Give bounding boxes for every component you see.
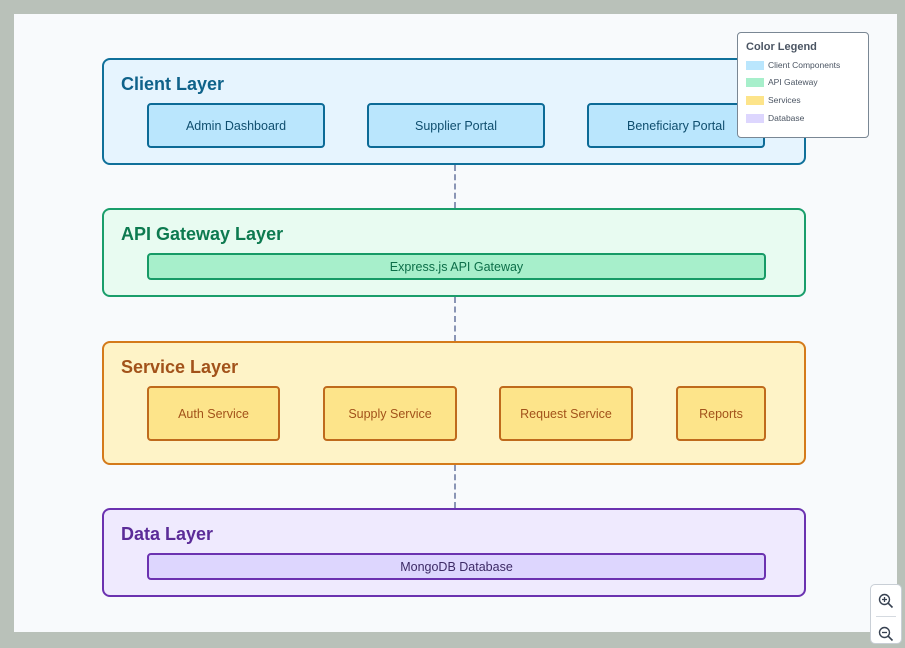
legend-label-services: Services xyxy=(768,95,801,105)
legend-swatch-database xyxy=(746,113,764,123)
admin-dashboard-node[interactable]: Admin Dashboard xyxy=(147,103,325,148)
service-layer-title: Service Layer xyxy=(121,357,239,377)
legend-swatch-api xyxy=(746,77,764,87)
data-layer-title: Data Layer xyxy=(121,524,214,544)
api-gateway-layer-title: API Gateway Layer xyxy=(121,224,284,244)
beneficiary-portal-node[interactable]: Beneficiary Portal xyxy=(587,103,765,148)
legend-item-database: Database xyxy=(746,112,804,124)
service-layer: Service Layer Auth Service Supply Servic… xyxy=(102,341,806,465)
supply-service-node[interactable]: Supply Service xyxy=(323,386,457,441)
api-service-connector xyxy=(454,297,456,341)
zoom-controls xyxy=(870,584,902,644)
zoom-out-button[interactable] xyxy=(871,620,901,648)
client-layer-title: Client Layer xyxy=(121,74,225,94)
supplier-portal-node[interactable]: Supplier Portal xyxy=(367,103,545,148)
zoom-out-icon xyxy=(878,626,894,642)
mongodb-database-node[interactable]: MongoDB Database xyxy=(147,553,766,580)
legend-swatch-services xyxy=(746,95,764,105)
legend-item-api: API Gateway xyxy=(746,76,818,88)
diagram-canvas: Client Layer Admin Dashboard Supplier Po… xyxy=(14,14,897,632)
client-layer: Client Layer Admin Dashboard Supplier Po… xyxy=(102,58,806,165)
reports-node[interactable]: Reports xyxy=(676,386,766,441)
api-gateway-layer: API Gateway Layer Express.js API Gateway xyxy=(102,208,806,297)
zoom-in-button[interactable] xyxy=(871,587,901,615)
express-api-gateway-node[interactable]: Express.js API Gateway xyxy=(147,253,766,280)
color-legend: Color Legend Client Components API Gatew… xyxy=(737,32,869,138)
client-api-connector xyxy=(454,165,456,208)
legend-item-services: Services xyxy=(746,94,801,106)
legend-swatch-client xyxy=(746,60,764,70)
zoom-in-icon xyxy=(878,593,894,609)
data-layer: Data Layer MongoDB Database xyxy=(102,508,806,597)
request-service-node[interactable]: Request Service xyxy=(499,386,633,441)
zoom-divider xyxy=(876,616,896,617)
legend-label-database: Database xyxy=(768,113,805,123)
legend-label-api: API Gateway xyxy=(768,77,818,87)
service-data-connector xyxy=(454,465,456,508)
legend-item-client: Client Components xyxy=(746,59,840,71)
legend-label-client: Client Components xyxy=(768,60,841,70)
auth-service-node[interactable]: Auth Service xyxy=(147,386,280,441)
legend-title: Color Legend xyxy=(746,41,817,53)
